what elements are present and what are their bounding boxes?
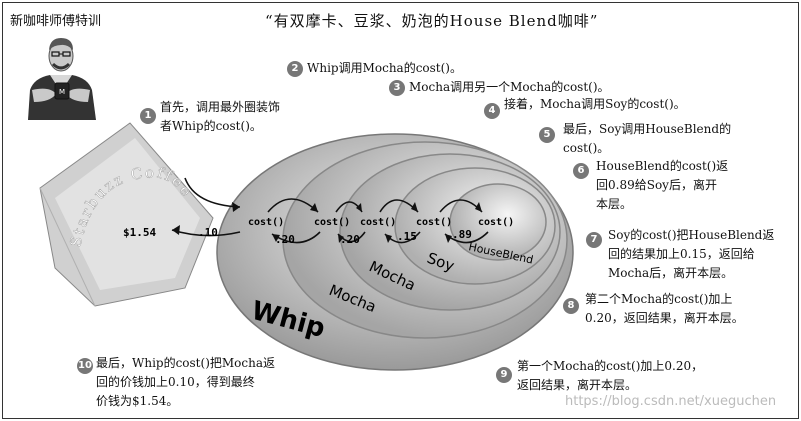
step-6-badge: 6 (573, 163, 589, 179)
price-mocha1: .20 (340, 233, 360, 246)
watermark-url: https://blog.csdn.net/xueguchen (565, 394, 777, 409)
cost-call-whip: cost() (248, 217, 284, 228)
step-6-text: HouseBlend的cost()返回0.89给Soy后，离开本层。 (596, 159, 729, 211)
step-10-text: 最后，Whip的cost()把Mocha返回的价钱加上0.10，得到最终价钱为$… (96, 356, 275, 408)
step-9-text: 第一个Mocha的cost()加上0.20，返回结果，离开本层。 (517, 359, 704, 392)
step-2-badge: 2 (287, 61, 303, 77)
cost-call-mocha1: cost() (360, 217, 396, 228)
brand-label: 新咖啡师傅特训 (10, 14, 102, 29)
presenter-illustration: M (20, 28, 102, 120)
step-7-badge: 7 (586, 232, 602, 248)
cost-call-houseblend: cost() (478, 217, 514, 228)
price-soy: .15 (397, 230, 417, 243)
step-4-text: 接着，Mocha调用Soy的cost()。 (504, 97, 686, 111)
step-10-badge: 10 (77, 358, 93, 374)
step-1-text: 首先，调用最外圈装饰者Whip的cost()。 (160, 100, 281, 133)
cost-call-mocha2: cost() (314, 217, 350, 228)
step-8-badge: 8 (563, 298, 579, 314)
step-9-badge: 9 (496, 367, 512, 383)
step-3-badge: 3 (389, 80, 405, 96)
price-houseblend: .89 (452, 228, 472, 241)
step-3-text: Mocha调用另一个Mocha的cost()。 (409, 80, 610, 94)
price-total: $1.54 (123, 226, 156, 239)
page-title: “有双摩卡、豆浆、奶泡的House Blend咖啡” (265, 12, 599, 30)
price-mocha2: .20 (275, 233, 295, 246)
step-2-text: Whip调用Mocha的cost()。 (307, 61, 462, 75)
step-4-badge: 4 (484, 103, 500, 119)
step-5-badge: 5 (539, 127, 555, 143)
cost-call-soy: cost() (416, 217, 452, 228)
svg-text:M: M (59, 88, 65, 96)
step-1-badge: 1 (140, 108, 156, 124)
coffee-napkin: Starbuzz Coffee (39, 122, 214, 307)
price-whip: .10 (198, 226, 218, 239)
